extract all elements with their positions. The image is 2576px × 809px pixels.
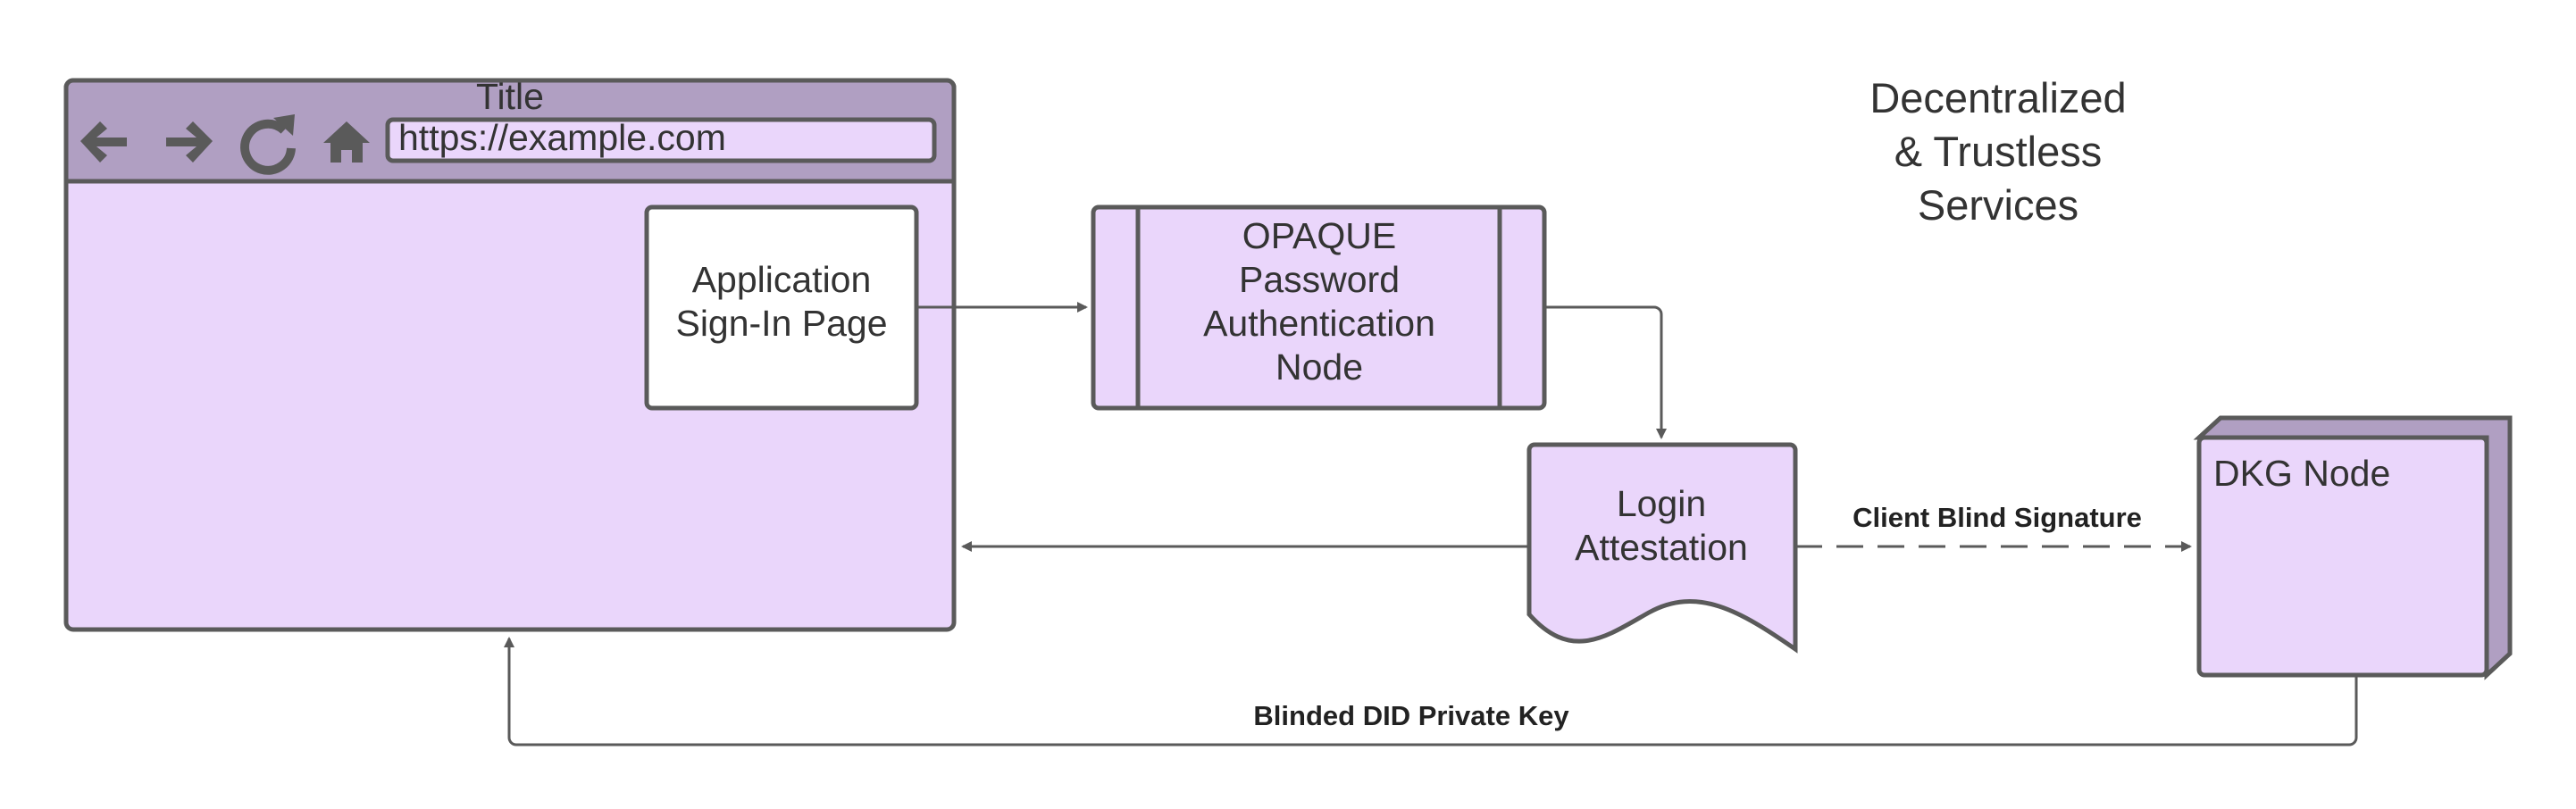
- services-label: Decentralized & Trustless Services: [1869, 74, 2126, 229]
- edge-label-client-blind-signature: Client Blind Signature: [1853, 502, 2142, 533]
- edge-opaque-to-attestation: [1544, 305, 1667, 439]
- login-attestation-node: Login Attestation: [1526, 442, 1798, 654]
- dkg-node: DKG Node: [2193, 415, 2513, 680]
- services-label-line1: Decentralized: [1869, 74, 2126, 121]
- browser-title: Title: [476, 76, 544, 117]
- services-label-line3: Services: [1918, 181, 2078, 229]
- opaque-node: OPAQUE Password Authentication Node: [1091, 204, 1547, 411]
- back-arrow-icon[interactable]: [80, 121, 127, 163]
- url-text: https://example.com: [398, 117, 726, 158]
- dkg-node-label: DKG Node: [2213, 453, 2390, 494]
- sign-in-page-label-line1: Application: [692, 259, 872, 300]
- reload-icon[interactable]: [240, 114, 296, 175]
- edge-dkg-to-browser: [504, 637, 2358, 746]
- login-attestation-label-line2: Attestation: [1575, 527, 1748, 568]
- opaque-node-label-line1: OPAQUE: [1242, 215, 1396, 256]
- home-icon[interactable]: [323, 121, 370, 163]
- forward-arrow-icon[interactable]: [166, 121, 213, 163]
- sign-in-page-box: Application Sign-In Page: [644, 204, 919, 411]
- url-bar[interactable]: [385, 117, 937, 163]
- edge-label-blinded-did-private-key: Blinded DID Private Key: [1253, 700, 1569, 731]
- opaque-node-label-line3: Authentication: [1203, 303, 1435, 344]
- opaque-node-label-line2: Password: [1239, 259, 1400, 300]
- login-attestation-label-line1: Login: [1617, 483, 1706, 524]
- sign-in-page-label-line2: Sign-In Page: [675, 303, 887, 344]
- services-label-line2: & Trustless: [1894, 128, 2102, 175]
- opaque-node-label-line4: Node: [1275, 346, 1363, 388]
